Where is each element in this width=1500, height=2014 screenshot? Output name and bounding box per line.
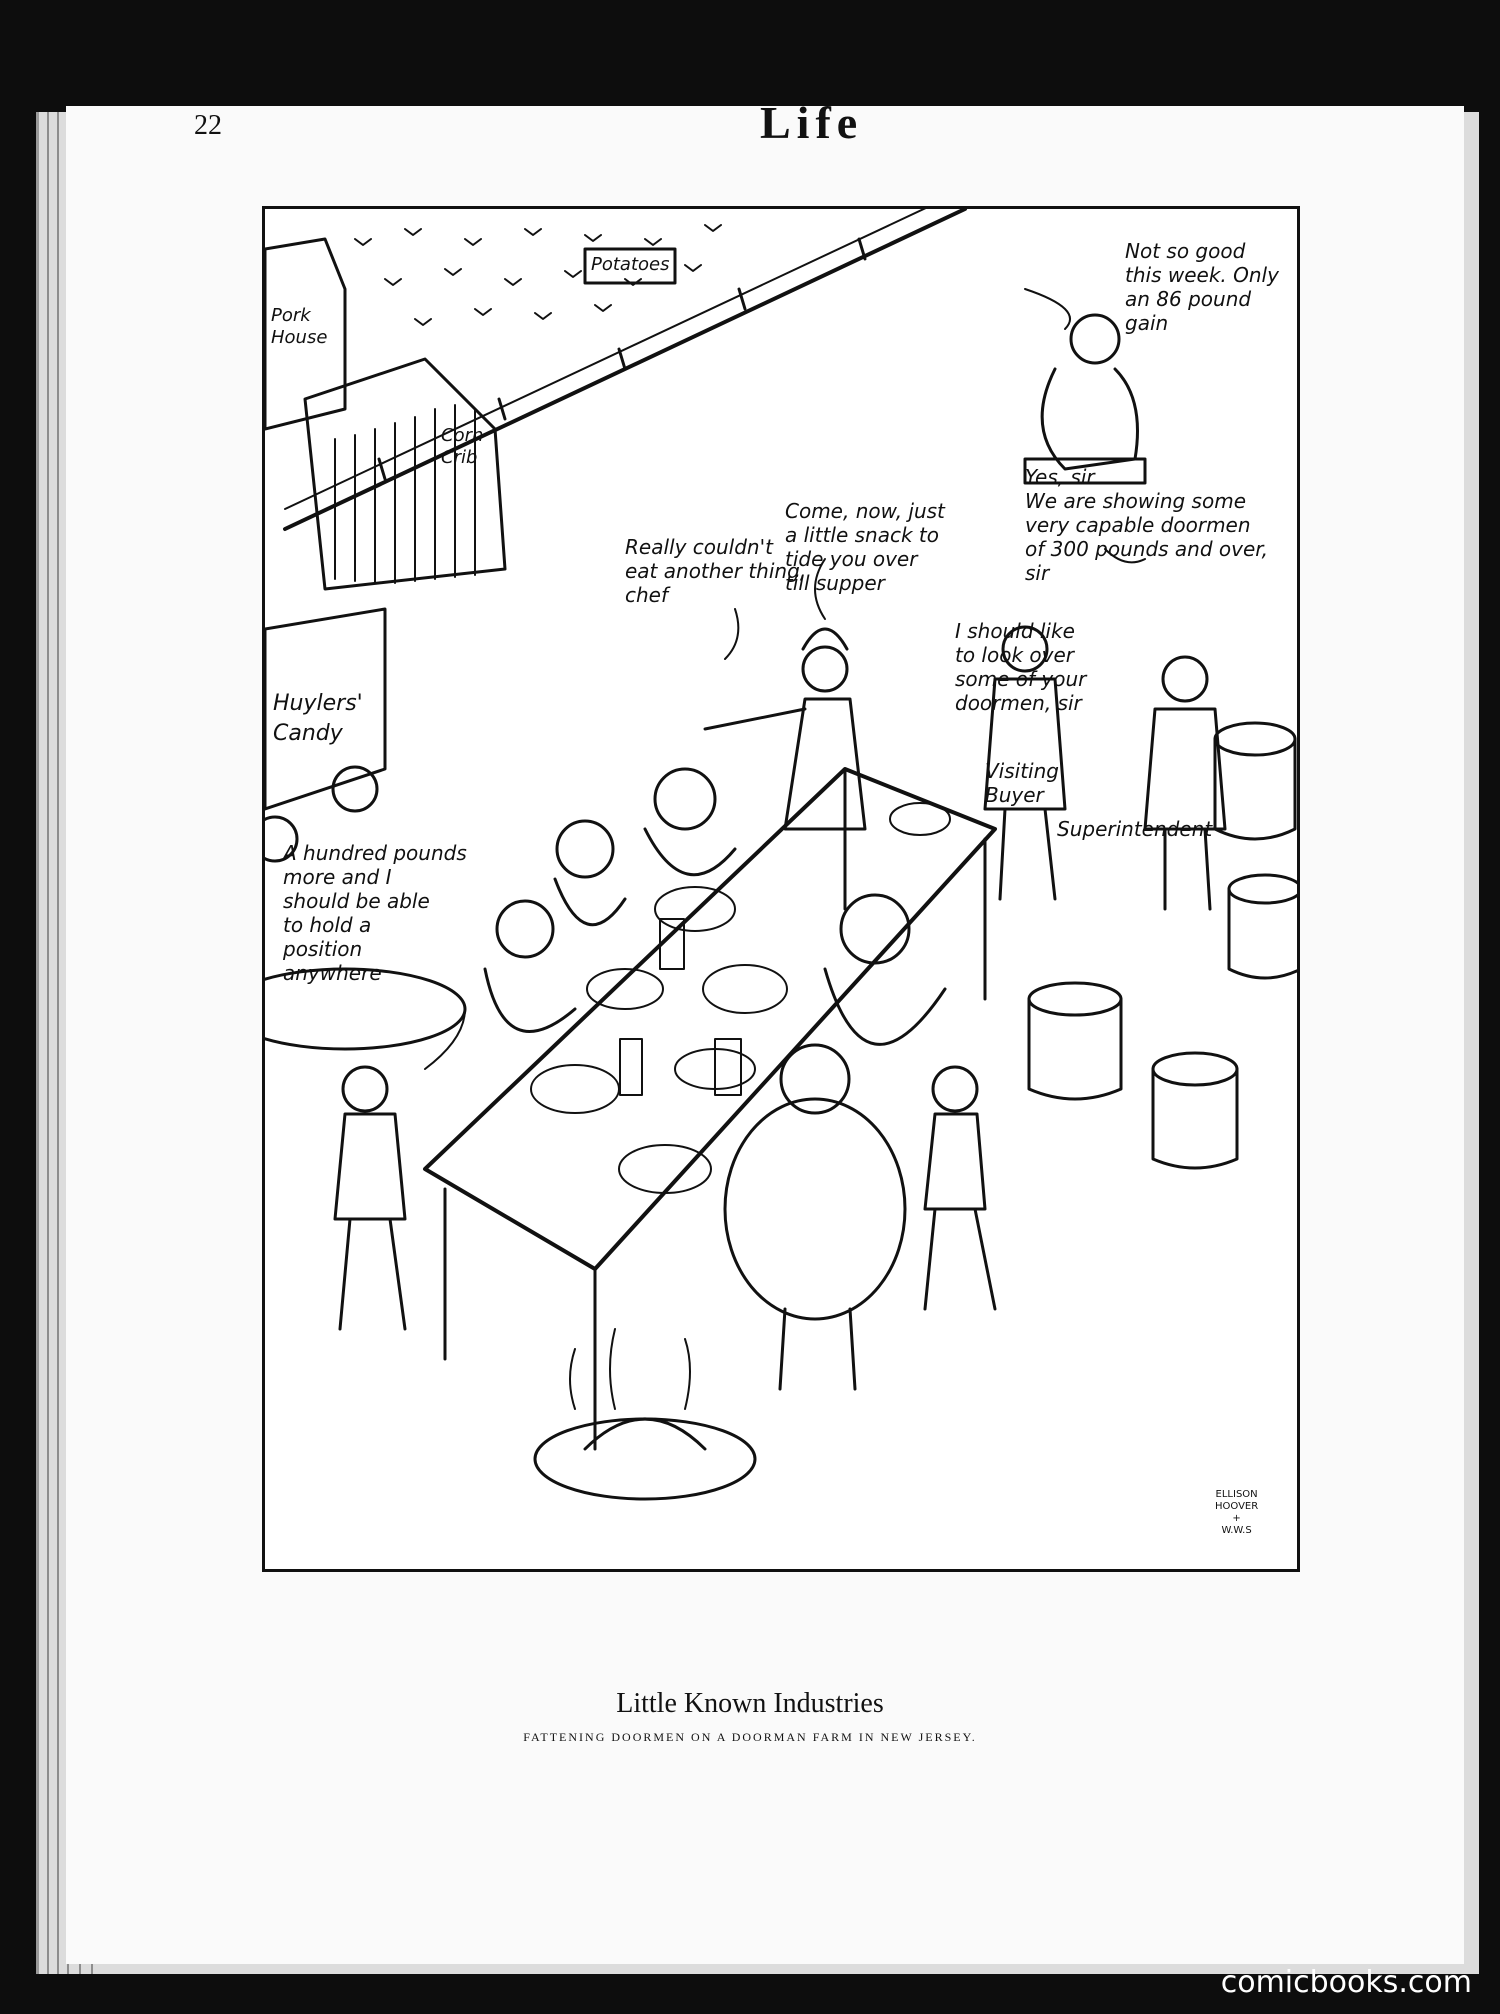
glasses bbox=[619, 918, 742, 1096]
pork-house bbox=[265, 237, 347, 431]
buyer-figure bbox=[983, 625, 1067, 901]
wagon-wheel bbox=[265, 815, 299, 863]
cartoon-panel: Pork House Potatoes Corn Crib Huylers' C… bbox=[262, 206, 1300, 1572]
page-edge bbox=[47, 112, 49, 1974]
fat-doorman bbox=[723, 1043, 907, 1391]
roast-platter bbox=[533, 1328, 757, 1501]
table-legs bbox=[443, 767, 987, 1451]
dining-table bbox=[423, 767, 997, 1271]
chef-figure bbox=[703, 627, 867, 831]
superintendent-figure bbox=[1143, 655, 1227, 911]
waiter-right bbox=[923, 1065, 997, 1311]
masthead-title: Life bbox=[760, 97, 864, 148]
corn-crib bbox=[303, 357, 507, 591]
diner-speech: Really couldn't eat another thing, chef bbox=[625, 535, 807, 607]
candy-wagon-sign: Huylers' Candy bbox=[273, 691, 363, 746]
corn-crib-slats bbox=[334, 404, 476, 584]
visiting-buyer-label: Visiting Buyer bbox=[985, 759, 1059, 807]
pork-house-sign: Pork House bbox=[271, 305, 328, 348]
caption-subtitle: FATTENING DOORMEN ON A DOORMAN FARM IN N… bbox=[523, 1730, 977, 1744]
scale-man-speech: Not so good this week. Only an 86 pound … bbox=[1125, 239, 1279, 335]
chef-speech: Come, now, just a little snack to tide y… bbox=[785, 499, 945, 595]
page-number: 22 bbox=[194, 110, 222, 141]
fence-posts bbox=[377, 237, 867, 481]
speech-tails bbox=[424, 288, 1146, 1070]
buyer-speech: I should like to look over some of your … bbox=[955, 619, 1087, 715]
scale-man bbox=[1023, 313, 1147, 485]
superintendent-speech: Yes, sir. We are showing some very capab… bbox=[1025, 465, 1269, 585]
caption-title: Little Known Industries bbox=[616, 1688, 884, 1719]
hundred-pounds-speech: A hundred pounds more and I should be ab… bbox=[283, 841, 467, 985]
potatoes-sign bbox=[583, 247, 677, 285]
seated-diners bbox=[483, 767, 947, 1046]
superintendent-label: Superintendent bbox=[1057, 817, 1213, 841]
candy-wagon bbox=[265, 607, 387, 811]
page-edge bbox=[57, 112, 59, 1974]
corn-crib-sign: Corn Crib bbox=[441, 425, 484, 468]
potato-field bbox=[354, 224, 722, 326]
barrels bbox=[1027, 721, 1297, 1170]
artist-signature: ELLISON HOOVER + W.W.S bbox=[1215, 1489, 1259, 1536]
watermark: comicbooks.com bbox=[1220, 1965, 1472, 2000]
potatoes-sign-label: Potatoes bbox=[591, 254, 670, 275]
wagon-wheel bbox=[331, 765, 379, 813]
waiter-left bbox=[265, 967, 467, 1331]
cartoon-illustration bbox=[265, 209, 1297, 1501]
plates bbox=[530, 802, 951, 1194]
